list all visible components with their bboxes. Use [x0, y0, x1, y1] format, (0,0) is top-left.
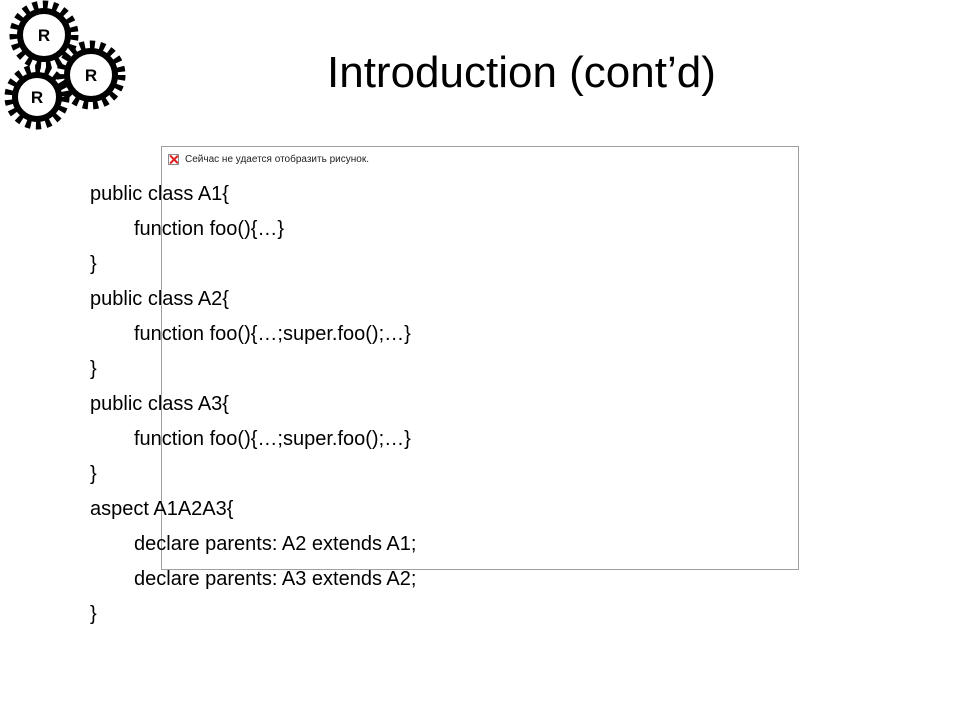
broken-image-message: Сейчас не удается отобразить рисунок.	[185, 154, 369, 165]
gear-right-icon: R	[56, 40, 126, 110]
gear-left-icon: R	[4, 64, 70, 130]
logo-letter-right: R	[85, 66, 97, 85]
code-line: public class A3{	[90, 393, 229, 415]
code-line: declare parents: A2 extends A1;	[134, 533, 417, 555]
code-line: }	[90, 358, 97, 380]
slide-title: Introduction (cont’d)	[327, 48, 716, 97]
code-line: function foo(){…;super.foo();…}	[134, 428, 411, 450]
code-line: public class A1{	[90, 183, 229, 205]
code-line: public class A2{	[90, 288, 229, 310]
code-line: }	[90, 253, 97, 275]
broken-image-icon	[168, 154, 179, 165]
code-listing: public class A1{ function foo(){…} } pub…	[90, 177, 416, 632]
code-line: }	[90, 603, 97, 625]
code-line: declare parents: A3 extends A2;	[134, 568, 417, 590]
broken-image-placeholder: Сейчас не удается отобразить рисунок.	[161, 146, 799, 570]
code-line: function foo(){…;super.foo();…}	[134, 323, 411, 345]
gear-logo-icon: R R R	[4, 0, 126, 130]
code-line: function foo(){…}	[134, 218, 285, 240]
gear-top-icon: R	[9, 0, 79, 70]
broken-image-notice: Сейчас не удается отобразить рисунок.	[168, 154, 369, 165]
code-line: }	[90, 463, 97, 485]
logo-letter-top: R	[38, 26, 50, 45]
code-line: aspect A1A2A3{	[90, 498, 234, 520]
logo-letter-left: R	[31, 88, 43, 107]
